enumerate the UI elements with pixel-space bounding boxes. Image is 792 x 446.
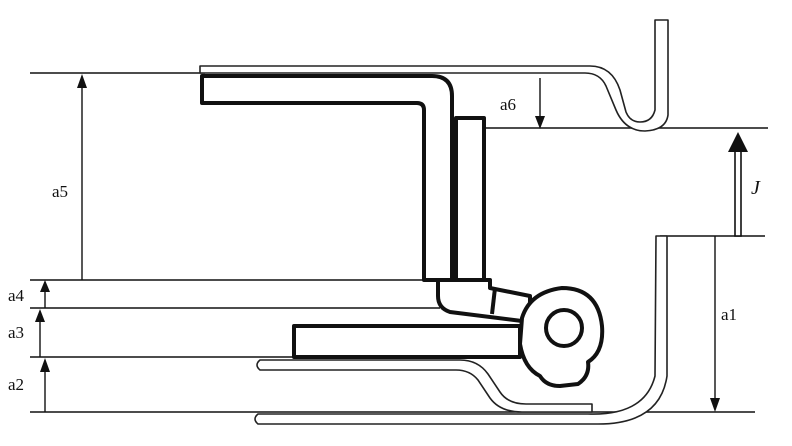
lower-hinge-plate — [292, 324, 522, 359]
dim-a4-arrowhead — [40, 280, 50, 292]
label-a5: a5 — [52, 182, 68, 201]
hinge-link-vertical — [454, 116, 486, 286]
lower-base-bracket — [256, 359, 593, 413]
dim-a3-arrowhead — [35, 309, 45, 322]
dim-a1-arrowhead — [710, 398, 720, 412]
j-arrow-shaft — [734, 149, 742, 237]
upper-sheet — [199, 19, 669, 132]
label-a3: a3 — [8, 323, 24, 342]
dim-a2-arrowhead — [40, 358, 50, 372]
hinge-link-lower — [436, 278, 532, 324]
hinge-link-joint — [490, 287, 497, 315]
label-a6: a6 — [500, 95, 516, 114]
lower-sheet — [254, 235, 668, 425]
label-a4: a4 — [8, 286, 25, 305]
label-a2: a2 — [8, 375, 24, 394]
label-a1: a1 — [721, 305, 737, 324]
dim-a6-arrowhead — [535, 116, 545, 129]
hinge-pivot-pin — [544, 308, 584, 348]
j-arrow-head — [728, 132, 748, 152]
label-j: J — [751, 177, 761, 199]
dim-a5-arrowhead — [77, 74, 87, 88]
upper-hinge-arm — [200, 74, 454, 282]
